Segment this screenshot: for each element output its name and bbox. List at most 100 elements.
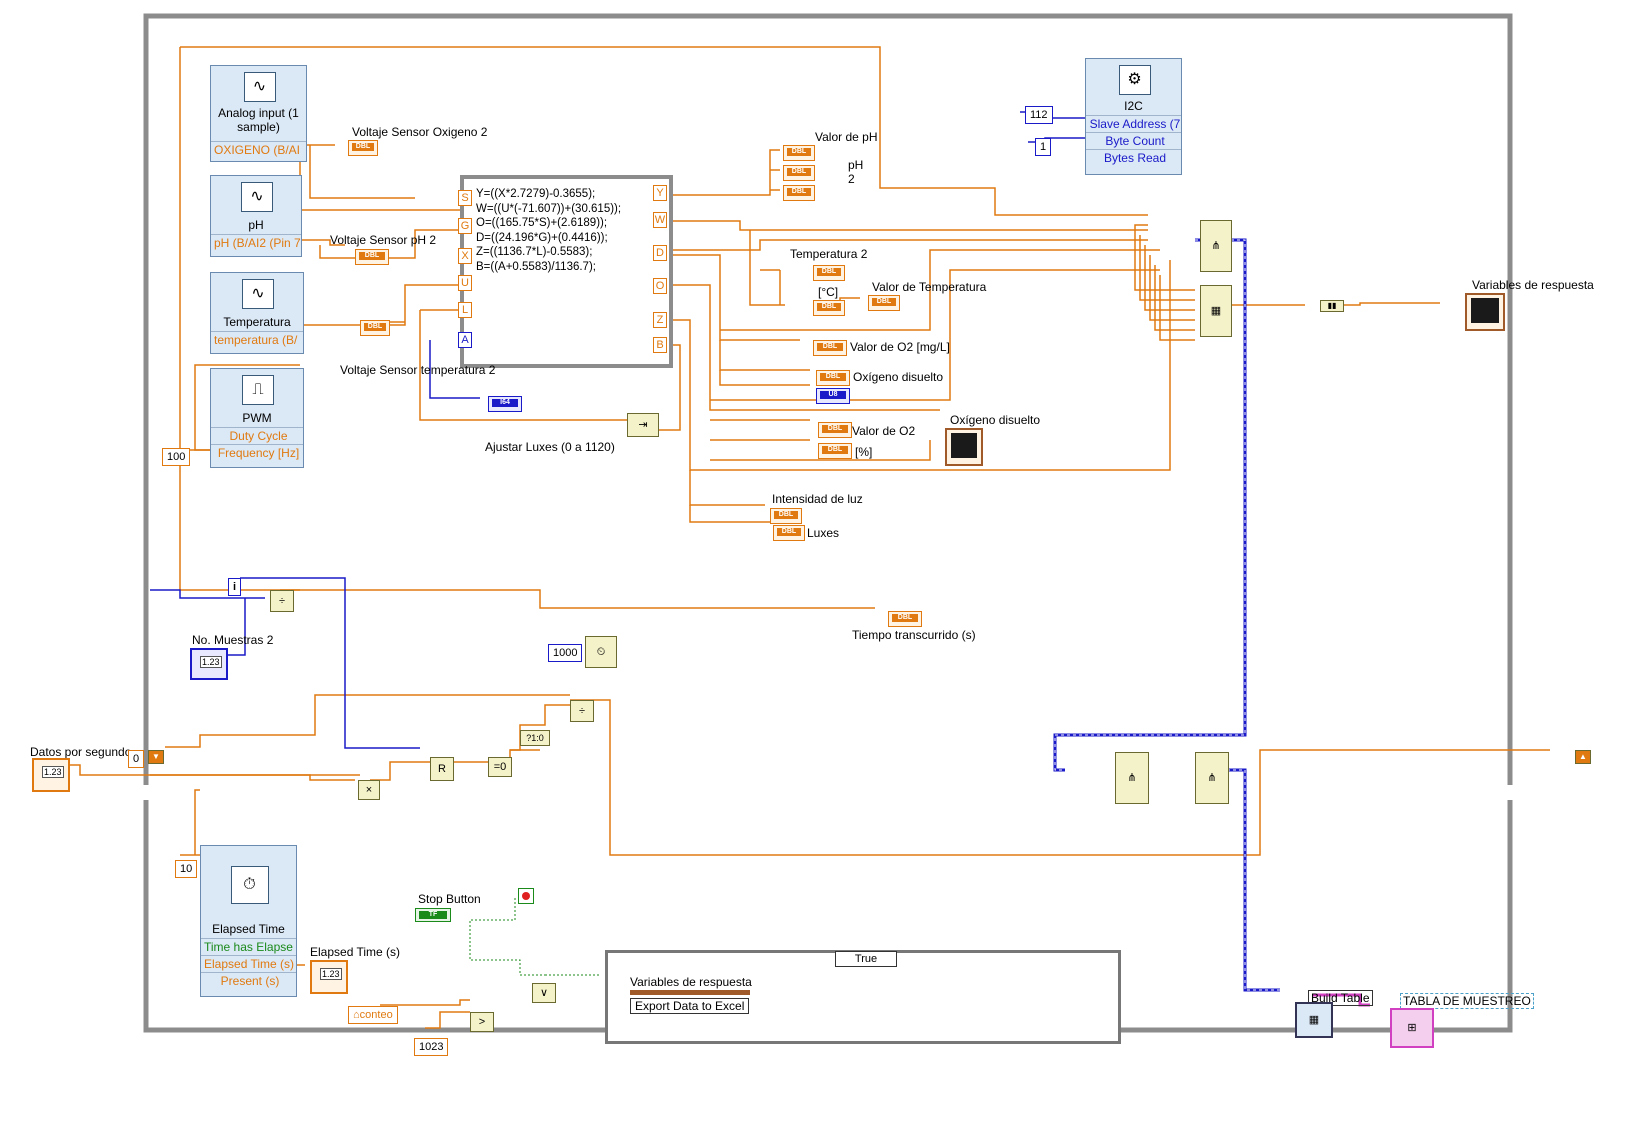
bytes-read-terminal[interactable]: Bytes Read	[1086, 149, 1181, 166]
valor-o2-mgl-label: Valor de O2 [mg/L]	[850, 340, 950, 354]
no-muestras-label: No. Muestras 2	[192, 633, 274, 647]
temperatura-subvi[interactable]: ∿ Temperatura temperatura (B/	[210, 272, 304, 354]
table-indicator[interactable]: ⊞	[1390, 1008, 1434, 1048]
dbl-indicator[interactable]: DBL	[813, 340, 847, 356]
intensidad-luz-label: Intensidad de luz	[772, 492, 863, 506]
temperatura-terminal[interactable]: temperatura (B/	[211, 331, 303, 348]
elapsed-time-subvi[interactable]: ⏱ Elapsed Time Time has Elapse Elapsed T…	[200, 845, 297, 997]
numeric-display: 1.23	[42, 766, 64, 778]
tiempo-label: Tiempo transcurrido (s)	[852, 628, 976, 642]
dbl-indicator[interactable]: DBL	[783, 145, 815, 161]
dbl-indicator[interactable]: DBL	[348, 140, 378, 156]
dbl-indicator[interactable]: DBL	[770, 508, 802, 524]
dbl-indicator[interactable]: DBL	[818, 443, 852, 459]
select-node[interactable]: ?1:0	[520, 730, 550, 746]
formula-input-x: X	[458, 248, 472, 264]
stop-button-label: Stop Button	[418, 892, 481, 906]
case-structure[interactable]: True Variables de respuesta Export Data …	[605, 950, 1121, 1044]
stop-button-icon[interactable]	[518, 888, 534, 904]
unbundle-node-2[interactable]: ⋔	[1195, 752, 1229, 804]
formula-output-o: O	[653, 278, 667, 294]
variables-respuesta-graph[interactable]	[1465, 293, 1505, 331]
no-muestras-control[interactable]: 1.23	[190, 648, 228, 680]
build-array-node[interactable]: ⋔	[1200, 220, 1232, 272]
formula-output-b: B	[653, 337, 667, 353]
i64-indicator[interactable]: I64	[488, 396, 522, 412]
dbl-indicator[interactable]: DBL	[360, 320, 390, 336]
build-cluster-node[interactable]: ⇥	[627, 413, 659, 437]
slave-address-terminal[interactable]: Slave Address (7	[1086, 115, 1181, 132]
conteo-local-variable[interactable]: ⌂conteo	[348, 1006, 398, 1024]
frequency-terminal[interactable]: Frequency [Hz]	[211, 444, 303, 461]
constant-0[interactable]: 0	[128, 750, 145, 768]
formula-text[interactable]: Y=((X*2.7279)-0.3655); W=((U*(-71.607))+…	[476, 188, 622, 273]
graph-screen	[951, 433, 977, 458]
build-table-node[interactable]: ▦	[1295, 1002, 1333, 1038]
percent-label: [%]	[855, 445, 873, 459]
dbl-indicator[interactable]: DBL	[783, 185, 815, 201]
divide-node-2[interactable]: ÷	[570, 700, 594, 722]
duty-cycle-terminal[interactable]: Duty Cycle	[211, 427, 303, 444]
elapsed-time-s-indicator[interactable]: 1.23	[310, 960, 348, 994]
constant-112[interactable]: 112	[1025, 106, 1053, 124]
ph-title: pH	[248, 218, 264, 232]
dbl-indicator[interactable]: DBL	[888, 611, 922, 627]
variables-respuesta-label: Variables de respuesta	[1472, 278, 1594, 292]
formula-output-y: Y	[653, 185, 667, 201]
wait-ms-node[interactable]: ⏲	[585, 636, 617, 668]
oxigeno-disuelto-graph[interactable]	[945, 428, 983, 466]
oxigeno-disuelto-graph-label: Oxígeno disuelto	[950, 413, 1041, 427]
datos-por-segundo-control[interactable]: 1.23	[32, 758, 70, 792]
constant-1023[interactable]: 1023	[414, 1038, 449, 1056]
unbundle-node[interactable]: ⋔	[1115, 752, 1149, 804]
dbl-indicator[interactable]: DBL	[783, 165, 815, 181]
dbl-indicator[interactable]: DBL	[813, 265, 845, 281]
graph-screen	[1471, 298, 1499, 323]
present-terminal[interactable]: Present (s)	[201, 972, 296, 989]
pwm-icon: ⎍	[242, 375, 274, 405]
dbl-indicator[interactable]: DBL	[818, 422, 852, 438]
constant-10[interactable]: 10	[175, 860, 198, 878]
equal-zero-node[interactable]: =0	[488, 757, 512, 777]
numeric-display: 1.23	[320, 968, 342, 980]
voltaje-temp-label: Voltaje Sensor temperatura 2	[340, 363, 496, 377]
u8-indicator[interactable]: U8	[816, 388, 850, 404]
divide-node[interactable]: ÷	[270, 590, 294, 612]
time-has-elapsed-terminal[interactable]: Time has Elapse	[201, 938, 296, 955]
or-node[interactable]: ∨	[532, 983, 556, 1003]
oxigeno-terminal[interactable]: OXIGENO (B/AI	[211, 141, 306, 158]
export-excel-label[interactable]: Export Data to Excel	[630, 998, 750, 1014]
pwm-subvi[interactable]: ⎍ PWM Duty Cycle Frequency [Hz]	[210, 368, 304, 468]
formula-node[interactable]: Y=((X*2.7279)-0.3655); W=((U*(-71.607))+…	[460, 175, 673, 368]
greater-node[interactable]: >	[470, 1012, 494, 1032]
shift-register-right[interactable]: ▲	[1575, 750, 1591, 764]
bundle-node[interactable]: ▦	[1200, 285, 1232, 337]
datos-por-segundo-label: Datos por segundo	[30, 745, 132, 759]
constant-100[interactable]: 100	[162, 448, 191, 466]
stop-button-terminal[interactable]: TF	[415, 908, 451, 922]
constant-1000[interactable]: 1000	[548, 644, 583, 662]
voltaje-ph-label: Voltaje Sensor pH 2	[330, 233, 437, 247]
quotient-remainder-node[interactable]: R	[430, 757, 454, 781]
to-dynamic-data-node[interactable]: ▮▮	[1320, 300, 1344, 312]
ph-subvi[interactable]: ∿ pH pH (B/AI2 (Pin 7	[210, 175, 302, 257]
ph-terminal[interactable]: pH (B/AI2 (Pin 7	[211, 234, 301, 251]
daq-assistant-icon: ∿	[243, 72, 276, 102]
shift-register-left[interactable]: ▼	[148, 750, 164, 764]
elapsed-time-terminal[interactable]: Elapsed Time (s)	[201, 955, 296, 972]
i2c-subvi[interactable]: ⚙ I2C Slave Address (7 Byte Count Bytes …	[1085, 58, 1182, 175]
byte-count-terminal[interactable]: Byte Count	[1086, 132, 1181, 149]
while-loop-frame	[143, 13, 1513, 1033]
dbl-indicator[interactable]: DBL	[813, 300, 845, 316]
multiply-node[interactable]: ×	[358, 780, 380, 800]
analog-input-subvi[interactable]: ∿ Analog input (1 sample) OXIGENO (B/AI	[210, 65, 307, 162]
case-variables-label: Variables de respuesta	[630, 975, 752, 989]
dbl-indicator[interactable]: DBL	[868, 295, 900, 311]
dbl-indicator[interactable]: DBL	[773, 525, 805, 541]
dbl-indicator[interactable]: DBL	[355, 249, 389, 265]
case-selector[interactable]: True	[835, 951, 897, 967]
dbl-indicator[interactable]: DBL	[816, 370, 850, 386]
constant-1[interactable]: 1	[1035, 138, 1052, 156]
case-variables-bar	[630, 990, 750, 995]
